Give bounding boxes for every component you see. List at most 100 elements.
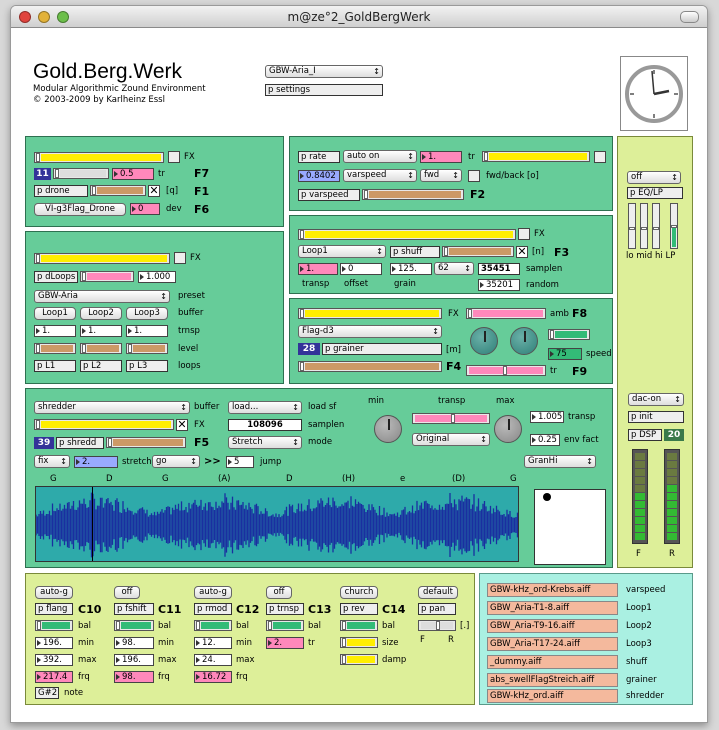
shredder-fx-toggle[interactable] [176, 419, 188, 431]
rev-box[interactable]: p rev [340, 603, 378, 615]
drone-box[interactable]: p drone [34, 185, 88, 197]
file-loop2[interactable]: GBW_Aria-T9-16.aiff [487, 619, 618, 633]
rate-number[interactable]: 1. [420, 151, 462, 163]
shuff-grain-menu[interactable]: 62 [434, 262, 474, 275]
drone-fx-slider[interactable] [34, 152, 164, 163]
grainer-box[interactable]: p grainer [322, 343, 442, 355]
grainer-speed-number[interactable]: 75 [548, 348, 582, 360]
drone-number[interactable]: 11 [34, 168, 51, 180]
shuff-transp[interactable]: 1. [298, 263, 338, 275]
env-fact-number[interactable]: 0.25 [530, 434, 560, 446]
drone-level-slider[interactable] [90, 185, 146, 196]
shuff-slider[interactable] [442, 246, 514, 257]
shredd-slider[interactable] [106, 437, 186, 448]
grainer-tr-slider[interactable] [466, 365, 546, 376]
drone-tr-number[interactable]: 0.5 [112, 168, 154, 180]
c13-tr[interactable]: 2. [266, 637, 304, 649]
grainer-knob-2[interactable] [510, 327, 538, 355]
c13-mode-button[interactable]: off [266, 586, 292, 599]
file-grainer[interactable]: abs_swellFlagStreich.aiff [487, 673, 618, 687]
c14-bal-slider[interactable] [340, 620, 378, 631]
eq-lp-slider[interactable] [670, 203, 678, 249]
shredder-buffer-menu[interactable]: shredder [34, 401, 190, 414]
c14-size-slider[interactable] [340, 637, 378, 648]
shredder-transp-number[interactable]: 1.005 [530, 411, 564, 423]
shuff-grain[interactable]: 125. [390, 263, 432, 275]
loop3-button[interactable]: Loop3 [126, 307, 168, 320]
grainer-fx-slider[interactable] [298, 308, 442, 319]
shuff-loop-menu[interactable]: Loop1 [298, 245, 386, 258]
c14-mode-button[interactable]: church [340, 586, 378, 599]
fshift-box[interactable]: p fshift [114, 603, 154, 615]
eq-hi-slider[interactable] [652, 203, 660, 249]
waveform-display[interactable] [35, 486, 519, 562]
shredder-number[interactable]: 39 [34, 437, 54, 449]
xy-pad-handle[interactable] [543, 493, 551, 501]
loops-fx-toggle[interactable] [174, 252, 186, 264]
load-menu[interactable]: load... [228, 401, 302, 414]
dloops-slider[interactable] [80, 271, 134, 282]
drone-dev-number[interactable]: 0 [130, 203, 160, 215]
stretch-number[interactable]: 2. [74, 456, 118, 468]
grainer-knob-1[interactable] [470, 327, 498, 355]
zoom-icon[interactable] [57, 11, 69, 23]
file-shredder[interactable]: GBW-kHz_ord.aiff [487, 689, 618, 703]
loop2-level[interactable] [80, 343, 122, 354]
pan-box[interactable]: p pan [418, 603, 456, 615]
c12-mode-button[interactable]: auto-g [194, 586, 232, 599]
loop3-box[interactable]: p L3 [126, 360, 168, 372]
settings-box[interactable]: p settings [265, 84, 383, 96]
loops-preset-menu[interactable]: GBW-Aria [34, 290, 170, 303]
drone-file-button[interactable]: VI-g3Flag_Drone [34, 203, 126, 216]
minimize-icon[interactable] [38, 11, 50, 23]
shredder-max-knob[interactable] [494, 415, 522, 443]
init-box[interactable]: p init [628, 411, 684, 423]
fwd-back-toggle[interactable] [468, 170, 480, 182]
xy-pad[interactable] [534, 489, 606, 565]
loop2-trnsp[interactable]: 1. [80, 325, 122, 337]
c10-max[interactable]: 392. [35, 654, 73, 666]
c12-bal-slider[interactable] [194, 620, 232, 631]
loops-fx-slider[interactable] [34, 253, 170, 264]
grainer-level-slider[interactable] [298, 361, 442, 372]
shredd-box[interactable]: p shredd [56, 437, 104, 449]
eq-lo-slider[interactable] [628, 203, 636, 249]
rate-toggle[interactable] [594, 151, 606, 163]
shuff-offset[interactable]: 0 [340, 263, 382, 275]
granhi-menu[interactable]: GranHi [524, 455, 596, 468]
loop1-box[interactable]: p L1 [34, 360, 76, 372]
loop2-box[interactable]: p L2 [80, 360, 122, 372]
c13-bal-slider[interactable] [266, 620, 304, 631]
dloops-box[interactable]: p dLoops [34, 271, 78, 283]
drone-toggle[interactable] [148, 185, 160, 197]
fix-menu[interactable]: fix [34, 455, 70, 468]
flang-box[interactable]: p flang [35, 603, 73, 615]
grainer-speed-slider[interactable] [548, 329, 590, 340]
jump-number[interactable]: 5 [226, 456, 254, 468]
c11-max[interactable]: 196. [114, 654, 154, 666]
loop1-level[interactable] [34, 343, 76, 354]
c11-frq[interactable]: 98. [114, 671, 154, 683]
c10-mode-button[interactable]: auto-g [35, 586, 73, 599]
varspeed-box[interactable]: p varspeed [298, 189, 360, 201]
dac-menu[interactable]: dac-on [628, 393, 684, 406]
rate-mode-menu[interactable]: auto on [343, 150, 417, 163]
toolbar-toggle-icon[interactable] [680, 11, 699, 23]
c11-min[interactable]: 98. [114, 637, 154, 649]
shuff-box[interactable]: p shuff [390, 246, 440, 258]
eq-mid-slider[interactable] [640, 203, 648, 249]
shuff-toggle[interactable] [516, 246, 528, 258]
close-icon[interactable] [19, 11, 31, 23]
go-menu[interactable]: go [152, 455, 200, 468]
grainer-file-menu[interactable]: Flag-d3 [298, 325, 442, 338]
varspeed-slider[interactable] [362, 189, 464, 200]
shredder-fx-slider[interactable] [34, 419, 174, 430]
pan-mode-button[interactable]: default [418, 586, 458, 599]
rate-box[interactable]: p rate [298, 151, 340, 163]
loop2-button[interactable]: Loop2 [80, 307, 122, 320]
c11-bal-slider[interactable] [114, 620, 154, 631]
eq-box[interactable]: p EQ/LP [627, 187, 683, 199]
dsp-box[interactable]: p DSP [628, 429, 662, 441]
pan-slider[interactable] [418, 620, 456, 631]
grainer-amb-slider[interactable] [466, 308, 546, 319]
